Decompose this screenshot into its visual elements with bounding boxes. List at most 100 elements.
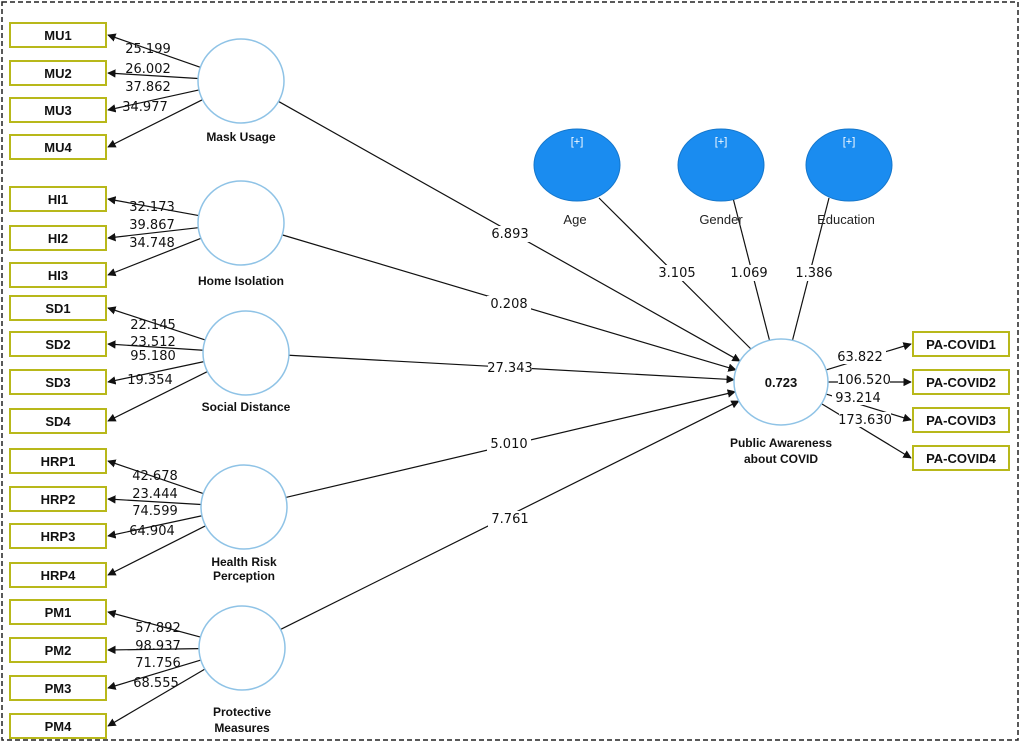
moderator-coef-age: 3.105 <box>658 266 695 281</box>
construct-label-pm: Measures <box>214 721 270 735</box>
indicator-box-mu4[interactable] <box>9 134 107 160</box>
loading-bg-pa-covid4 <box>839 412 891 427</box>
loading-arrow-hi3 <box>107 237 202 277</box>
moderator-label-age: Age <box>563 212 586 227</box>
loading-arrow-pm1 <box>107 609 201 638</box>
loading-bg-pa-covid1 <box>834 349 886 364</box>
loading-arrow-sd3 <box>107 361 205 385</box>
path-coef-sd: 27.343 <box>487 361 533 376</box>
loading-value-pm4: 68.555 <box>133 676 179 691</box>
construct-hrp[interactable] <box>200 464 288 550</box>
indicator-label-sd4: SD4 <box>45 414 71 429</box>
path-coef-bg-sd <box>488 360 532 376</box>
loading-arrow-mu3 <box>107 89 200 113</box>
indicator-box-sd1[interactable] <box>9 295 107 321</box>
loading-value-hrp1: 42.678 <box>132 469 178 484</box>
construct-mu[interactable] <box>197 38 285 124</box>
construct-label-hi: Home Isolation <box>198 274 284 288</box>
indicator-box-hi1[interactable] <box>9 186 107 212</box>
moderator-expand-education: [+] <box>843 136 856 148</box>
indicator-box-hi2[interactable] <box>9 225 107 251</box>
loading-value-hrp3: 74.599 <box>132 504 178 519</box>
loading-value-hi3: 34.748 <box>129 236 175 251</box>
indicator-box-hrp2[interactable] <box>9 486 107 512</box>
construct-hi[interactable] <box>197 180 285 266</box>
moderator-coef-gender: 1.069 <box>730 266 767 281</box>
loading-value-pm2: 98.937 <box>135 639 181 654</box>
path-coef-hi: 0.208 <box>490 297 527 312</box>
indicator-label-hrp1: HRP1 <box>41 454 76 469</box>
indicator-label-hi1: HI1 <box>48 192 68 207</box>
path-coef-mu: 6.893 <box>491 227 528 242</box>
indicator-label-hi3: HI3 <box>48 268 68 283</box>
indicator-box-sd4[interactable] <box>9 408 107 434</box>
loading-value-sd3: 95.180 <box>130 349 176 364</box>
construct-pm[interactable] <box>198 605 286 691</box>
indicator-box-mu3[interactable] <box>9 97 107 123</box>
construct-label-hrp: Perception <box>213 569 275 583</box>
construct-label-pm: Protective <box>213 705 271 719</box>
moderator-education[interactable] <box>805 128 893 202</box>
path-coef-bg-pm <box>488 511 532 527</box>
loading-arrow-sd4 <box>107 371 208 422</box>
indicator-label-mu3: MU3 <box>44 103 71 118</box>
indicator-label-mu1: MU1 <box>44 28 71 43</box>
indicator-box-sd3[interactable] <box>9 369 107 395</box>
construct-label-hrp: Health Risk <box>211 555 277 569</box>
loading-arrow-mu2 <box>107 69 199 80</box>
indicator-box-pm3[interactable] <box>9 675 107 701</box>
indicator-box-mu1[interactable] <box>9 22 107 48</box>
moderator-label-education: Education <box>817 212 875 227</box>
indicator-label-pa-covid4: PA-COVID4 <box>926 451 997 466</box>
loading-value-hrp4: 64.904 <box>129 524 175 539</box>
indicator-box-mu2[interactable] <box>9 60 107 86</box>
indicator-label-hrp3: HRP3 <box>41 529 76 544</box>
construct-label-mu: Mask Usage <box>206 130 276 144</box>
loading-value-mu4: 34.977 <box>122 100 168 115</box>
loading-value-sd4: 19.354 <box>127 373 173 388</box>
construct-public-awareness[interactable] <box>733 338 829 426</box>
indicator-box-hrp1[interactable] <box>9 448 107 474</box>
loading-arrow-hrp1 <box>107 459 204 495</box>
loading-value-pm3: 71.756 <box>135 656 181 671</box>
indicator-box-pa-covid2[interactable] <box>912 369 1010 395</box>
indicator-box-pm4[interactable] <box>9 713 107 739</box>
indicator-box-pa-covid1[interactable] <box>912 331 1010 357</box>
loading-arrow-hrp3 <box>107 515 203 539</box>
loading-arrow-hrp4 <box>107 525 206 576</box>
indicator-label-hrp2: HRP2 <box>41 492 76 507</box>
indicator-box-pm1[interactable] <box>9 599 107 625</box>
indicator-box-pa-covid3[interactable] <box>912 407 1010 433</box>
construct-label-sd: Social Distance <box>202 400 291 414</box>
indicator-label-mu2: MU2 <box>44 66 71 81</box>
indicator-label-mu4: MU4 <box>44 140 72 155</box>
path-coef-bg-hrp <box>487 436 531 452</box>
indicator-label-pm2: PM2 <box>45 643 72 658</box>
indicator-box-hrp3[interactable] <box>9 523 107 549</box>
moderator-gender[interactable] <box>677 128 765 202</box>
loading-value-pa-covid3: 93.214 <box>835 391 881 406</box>
construct-sd[interactable] <box>202 310 290 396</box>
path-coef-bg-hi <box>487 296 531 312</box>
loading-arrow-hi1 <box>107 196 199 217</box>
loading-value-sd2: 23.512 <box>130 335 176 350</box>
moderator-expand-gender: [+] <box>715 136 728 148</box>
loading-arrow-pm3 <box>107 659 201 690</box>
indicator-label-pm1: PM1 <box>45 605 72 620</box>
r-squared-value: 0.723 <box>765 375 798 390</box>
indicator-box-sd2[interactable] <box>9 331 107 357</box>
loading-arrow-sd2 <box>107 340 204 351</box>
loading-value-mu2: 26.002 <box>125 62 171 77</box>
loading-value-hi2: 39.867 <box>129 218 175 233</box>
moderator-expand-age: [+] <box>571 136 584 148</box>
indicator-box-hrp4[interactable] <box>9 562 107 588</box>
loading-arrow-hi2 <box>107 227 199 242</box>
indicator-box-pm2[interactable] <box>9 637 107 663</box>
indicator-box-pa-covid4[interactable] <box>912 445 1010 471</box>
moderator-age[interactable] <box>533 128 621 202</box>
nodes-layer <box>9 22 1010 739</box>
indicator-box-hi3[interactable] <box>9 262 107 288</box>
